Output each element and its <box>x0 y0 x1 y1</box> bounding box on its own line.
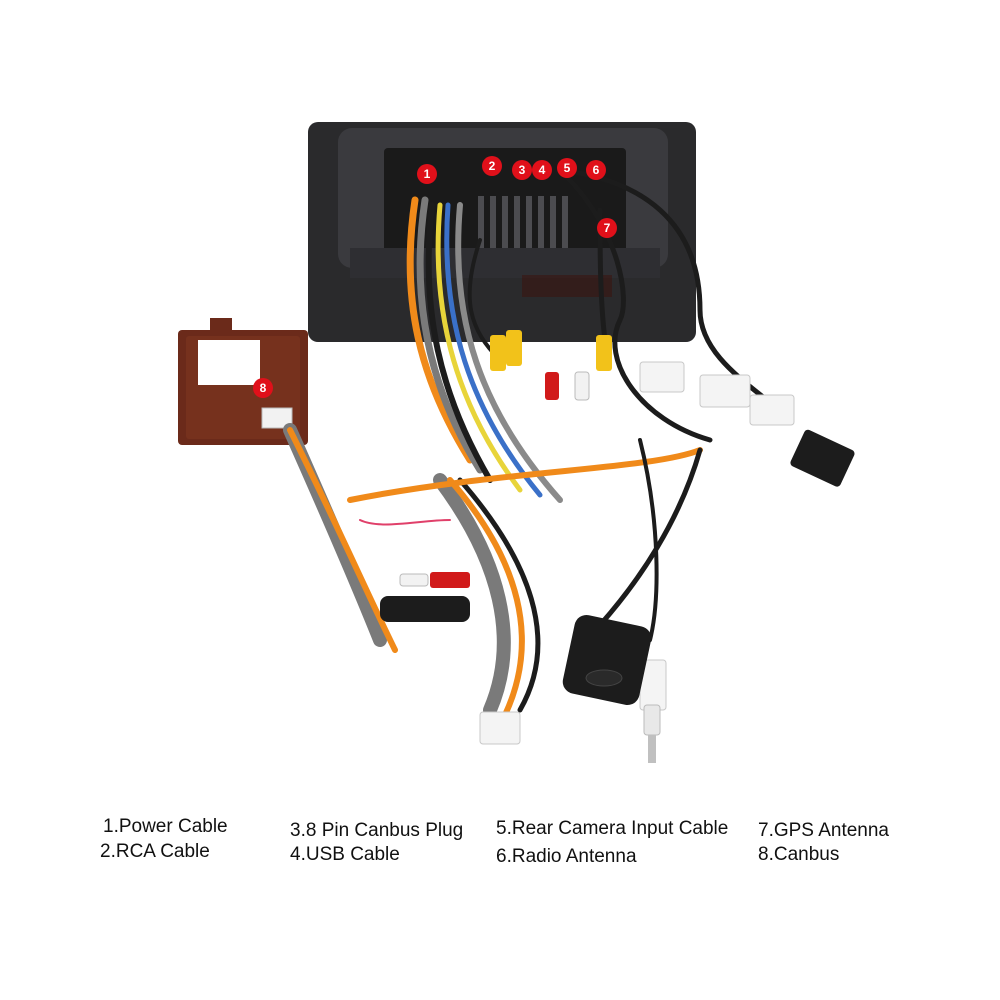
wire-bundle <box>283 167 793 718</box>
marker-6: 6 <box>586 160 606 180</box>
marker-3: 3 <box>512 160 532 180</box>
marker-7: 7 <box>597 218 617 238</box>
legend-canbus: 8.Canbus <box>758 844 840 865</box>
rca-plugs <box>380 330 612 622</box>
gps-antenna <box>562 614 652 706</box>
legend-radio-antenna: 6.Radio Antenna <box>496 846 637 867</box>
head-unit <box>308 122 696 342</box>
connectors <box>479 361 795 745</box>
marker-4: 4 <box>532 160 552 180</box>
legend-usb-cable: 4.USB Cable <box>290 844 400 865</box>
marker-1: 1 <box>417 164 437 184</box>
legend-canbus-plug: 3.8 Pin Canbus Plug <box>290 820 464 841</box>
radio-antenna-plug <box>643 704 661 763</box>
legend-rear-camera-cable: 5.Rear Camera Input Cable <box>496 818 729 839</box>
legend-power-cable: 1.Power Cable <box>103 816 228 837</box>
product-photo <box>178 122 855 763</box>
legend-rca-cable: 2.RCA Cable <box>100 841 210 862</box>
marker-5: 5 <box>557 158 577 178</box>
legend-gps-antenna: 7.GPS Antenna <box>758 820 889 841</box>
canbus-box <box>178 318 308 445</box>
marker-2: 2 <box>482 156 502 176</box>
marker-8: 8 <box>253 378 273 398</box>
usb-plug <box>790 429 855 487</box>
